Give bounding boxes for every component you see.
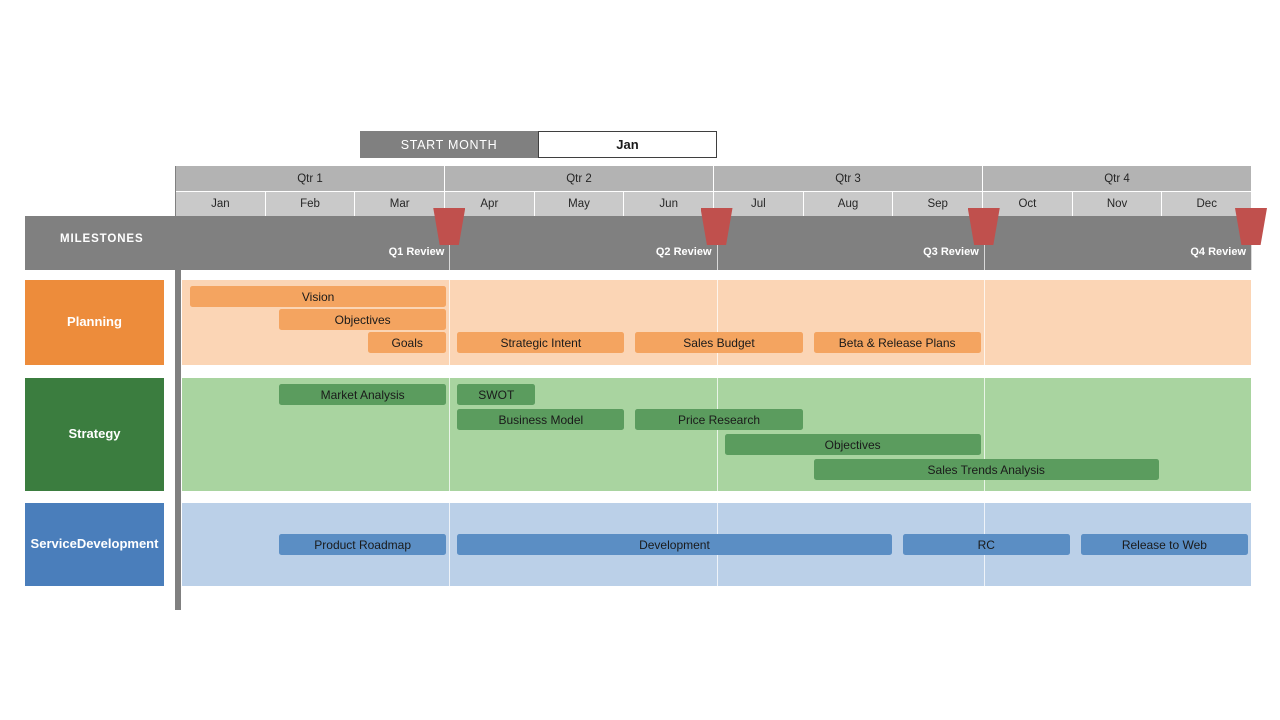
gantt-bar[interactable]: Price Research bbox=[635, 409, 803, 430]
start-month-label: START MONTH bbox=[360, 131, 538, 158]
swimlane-label-strategy[interactable]: Strategy bbox=[25, 378, 164, 491]
gantt-bar[interactable]: SWOT bbox=[457, 384, 536, 405]
month-header-cell: Mar bbox=[355, 191, 446, 216]
gantt-bar[interactable]: Goals bbox=[368, 332, 447, 353]
gantt-bar[interactable]: Vision bbox=[190, 286, 447, 307]
quarter-divider bbox=[983, 378, 985, 491]
quarter-divider bbox=[983, 280, 985, 365]
swimlane-label-planning[interactable]: Planning bbox=[25, 280, 164, 365]
gantt-bar[interactable]: Business Model bbox=[457, 409, 625, 430]
gantt-bar[interactable]: Sales Trends Analysis bbox=[813, 459, 1159, 480]
gantt-bar[interactable]: Strategic Intent bbox=[457, 332, 625, 353]
milestones-title: MILESTONES bbox=[60, 233, 144, 245]
gantt-bar[interactable]: Sales Budget bbox=[635, 332, 803, 353]
gantt-bar[interactable]: Beta & Release Plans bbox=[813, 332, 981, 353]
swimlane-track: Market Analysis SWOT Business Model Price R… bbox=[182, 378, 1251, 491]
month-header-cell: Jan bbox=[176, 191, 266, 216]
swimlane-label-line: Strategy bbox=[68, 426, 121, 442]
quarter-divider bbox=[449, 378, 451, 491]
swimlane-label-line: Development bbox=[76, 536, 159, 552]
month-header-cell: Dec bbox=[1162, 191, 1252, 216]
start-month-control[interactable]: START MONTH Jan bbox=[360, 131, 717, 158]
swimlane-label-line: Service bbox=[30, 536, 77, 552]
quarter-divider bbox=[716, 378, 718, 491]
start-month-input[interactable]: Jan bbox=[538, 131, 717, 158]
milestone-flag-icon bbox=[433, 208, 466, 245]
quarter-divider bbox=[449, 503, 451, 586]
swimlane-track: Product Roadmap Development RC Release to W… bbox=[182, 503, 1251, 586]
quarter-divider bbox=[449, 280, 451, 365]
milestone-flag-icon bbox=[700, 208, 733, 245]
month-header-cell: Aug bbox=[803, 191, 894, 216]
quarter-divider bbox=[716, 280, 718, 365]
gantt-bar[interactable]: Development bbox=[457, 534, 892, 555]
gantt-bar[interactable]: RC bbox=[902, 534, 1070, 555]
month-header-cell: Oct bbox=[983, 191, 1073, 216]
timeline-spine bbox=[175, 166, 181, 610]
month-header-cell: May bbox=[534, 191, 625, 216]
milestone-flag-icon bbox=[1235, 208, 1267, 245]
month-header-cell: Apr bbox=[445, 191, 535, 216]
milestones-band: MILESTONES Q1 Review Q2 Review Q3 Review Q4… bbox=[25, 208, 1267, 270]
quarter-header-cell: Qtr 4 bbox=[1104, 172, 1130, 185]
month-header-cell: Jun bbox=[624, 191, 715, 216]
month-header-cell: Nov bbox=[1072, 191, 1163, 216]
milestone-label: Q3 Review bbox=[923, 246, 979, 258]
gantt-bar[interactable]: Market Analysis bbox=[279, 384, 447, 405]
swimlane-strategy: Strategy Market Analysis SWOT Business Mode… bbox=[25, 378, 1251, 491]
milestone-label: Q1 Review bbox=[388, 246, 445, 258]
milestone-label: Q2 Review bbox=[655, 246, 712, 258]
quarter-header-cell: Qtr 3 bbox=[714, 166, 983, 191]
gantt-bar[interactable]: Objectives bbox=[724, 434, 981, 455]
quarter-header-cell: Qtr 2 bbox=[445, 166, 714, 191]
gantt-bar[interactable]: Product Roadmap bbox=[279, 534, 447, 555]
month-header-cell: Jul bbox=[714, 191, 804, 216]
quarter-header-cell: Qtr 1 bbox=[176, 166, 445, 191]
month-header-cell: Feb bbox=[265, 191, 356, 216]
swimlane-label-line: Planning bbox=[67, 314, 122, 330]
gantt-bar[interactable]: Release to Web bbox=[1080, 534, 1248, 555]
month-header-cell: Sep bbox=[893, 191, 984, 216]
milestone-label: Q4 Review bbox=[1190, 246, 1246, 258]
gantt-bar[interactable]: Objectives bbox=[279, 309, 447, 330]
milestone-flag-icon bbox=[967, 208, 1000, 245]
